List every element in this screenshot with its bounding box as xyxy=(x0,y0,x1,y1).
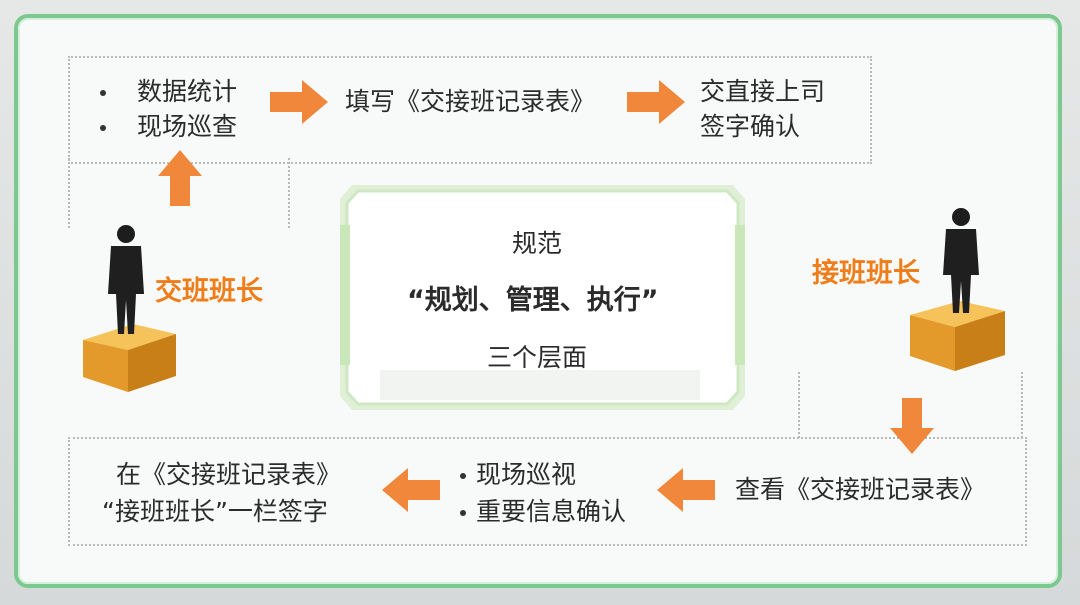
center-line-3: 三个层面 xyxy=(487,343,588,372)
top-right-line-2: 签字确认 xyxy=(700,112,801,141)
right-vertical-connector xyxy=(1021,372,1023,438)
arrow-right-icon xyxy=(270,80,328,124)
person-on-box-left-icon xyxy=(83,225,176,392)
bullet-dot xyxy=(100,90,106,96)
arrow-left-icon xyxy=(657,468,715,512)
bottom-left-line-2: “接班班长”一栏签字 xyxy=(102,497,328,526)
bottom-right-text: 查看《交接班记录表》 xyxy=(735,475,986,504)
arrow-left-icon xyxy=(382,468,440,512)
top-inner-connector xyxy=(288,158,290,228)
bottom-inner-connector xyxy=(798,372,800,438)
left-vertical-connector xyxy=(68,158,70,228)
bottom-middle-item-2: 重要信息确认 xyxy=(476,497,627,526)
arrow-down-icon xyxy=(890,398,934,454)
person-on-box-right-icon xyxy=(910,208,1005,371)
center-panel-frame xyxy=(340,185,745,410)
center-line-2: “规划、管理、执行” xyxy=(407,285,659,316)
top-left-item-2: 现场巡查 xyxy=(137,112,238,141)
bullet-dot xyxy=(100,125,106,131)
arrow-right-icon xyxy=(627,80,685,124)
bottom-middle-item-1: 现场巡视 xyxy=(476,460,577,489)
bullet-dot xyxy=(460,510,466,516)
left-role-label: 交班班长 xyxy=(155,276,263,307)
center-line-1: 规范 xyxy=(512,229,563,258)
arrow-up-icon xyxy=(158,150,202,206)
top-right-line-1: 交直接上司 xyxy=(700,77,826,106)
bullet-dot xyxy=(460,473,466,479)
top-middle-text: 填写《交接班记录表》 xyxy=(345,87,596,116)
top-dotted-box xyxy=(68,56,872,164)
bottom-dotted-box xyxy=(68,437,1027,546)
right-role-label: 接班班长 xyxy=(812,258,920,289)
top-left-item-1: 数据统计 xyxy=(137,77,238,106)
bottom-left-line-1: 在《交接班记录表》 xyxy=(116,460,342,489)
